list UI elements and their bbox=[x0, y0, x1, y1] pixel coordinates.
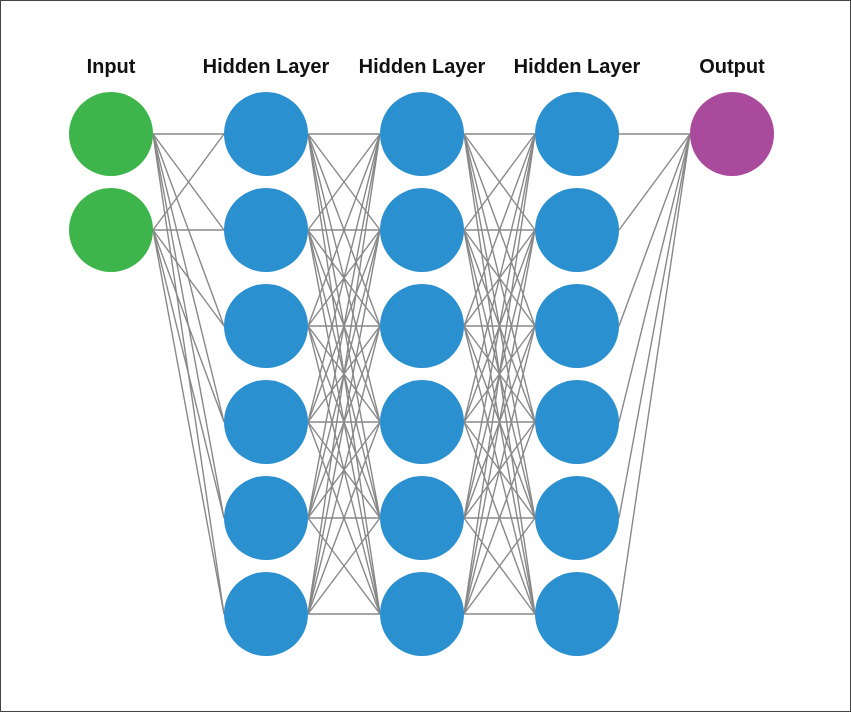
connection-l2-n5-to-n0 bbox=[463, 133, 536, 615]
connection-l1-n4-to-n0 bbox=[307, 133, 381, 519]
connection-l1-n5-to-n4 bbox=[307, 517, 381, 615]
layer-label-hidden-1: Hidden Layer bbox=[203, 56, 330, 78]
connection-l2-n4-to-n0 bbox=[463, 133, 536, 519]
connection-l3-n2-to-n0 bbox=[618, 133, 691, 327]
connection-l0-n1-to-n5 bbox=[152, 229, 225, 615]
layer-labels-group: Input Hidden Layer Hidden Layer Hidden L… bbox=[87, 56, 766, 78]
neuron-hidden-1-3 bbox=[224, 284, 308, 368]
connection-l1-n5-to-n0 bbox=[307, 133, 381, 615]
layer-label-hidden-3: Hidden Layer bbox=[514, 56, 641, 78]
neuron-hidden-2-6 bbox=[380, 572, 464, 656]
layer-label-hidden-2: Hidden Layer bbox=[359, 56, 486, 78]
connection-l2-n3-to-n0 bbox=[463, 133, 536, 423]
connections-group bbox=[152, 133, 691, 615]
connection-l3-n3-to-n0 bbox=[618, 133, 691, 423]
connection-l0-n1-to-n0 bbox=[152, 133, 225, 231]
neuron-hidden-2-4 bbox=[380, 380, 464, 464]
connection-l3-n1-to-n0 bbox=[618, 133, 691, 231]
layer-label-input: Input bbox=[87, 56, 136, 78]
layer-label-output: Output bbox=[699, 56, 765, 78]
neuron-hidden-1-1 bbox=[224, 92, 308, 176]
neuron-hidden-1-2 bbox=[224, 188, 308, 272]
connection-l1-n3-to-n0 bbox=[307, 133, 381, 423]
connection-l2-n5-to-n1 bbox=[463, 229, 536, 615]
connection-l1-n1-to-n0 bbox=[307, 133, 381, 231]
connection-l1-n5-to-n2 bbox=[307, 325, 381, 615]
neuron-hidden-3-1 bbox=[535, 92, 619, 176]
connection-l3-n5-to-n0 bbox=[618, 133, 691, 615]
connection-l2-n5-to-n4 bbox=[463, 517, 536, 615]
neuron-hidden-1-6 bbox=[224, 572, 308, 656]
connection-l1-n5-to-n3 bbox=[307, 421, 381, 615]
connection-l2-n5-to-n2 bbox=[463, 325, 536, 615]
neuron-hidden-3-3 bbox=[535, 284, 619, 368]
connection-l1-n2-to-n0 bbox=[307, 133, 381, 327]
neuron-hidden-3-5 bbox=[535, 476, 619, 560]
connection-l1-n5-to-n1 bbox=[307, 229, 381, 615]
connection-l2-n2-to-n0 bbox=[463, 133, 536, 327]
neuron-hidden-3-4 bbox=[535, 380, 619, 464]
connection-l2-n1-to-n0 bbox=[463, 133, 536, 231]
neuron-input-1 bbox=[69, 92, 153, 176]
neuron-hidden-1-4 bbox=[224, 380, 308, 464]
neuron-hidden-1-5 bbox=[224, 476, 308, 560]
connection-l2-n5-to-n3 bbox=[463, 421, 536, 615]
neuron-output-1 bbox=[690, 92, 774, 176]
neuron-hidden-2-3 bbox=[380, 284, 464, 368]
connection-l3-n4-to-n0 bbox=[618, 133, 691, 519]
connection-l0-n1-to-n2 bbox=[152, 229, 225, 327]
neuron-input-2 bbox=[69, 188, 153, 272]
neuron-hidden-3-6 bbox=[535, 572, 619, 656]
neuron-hidden-2-2 bbox=[380, 188, 464, 272]
neuron-hidden-2-5 bbox=[380, 476, 464, 560]
connection-l0-n1-to-n4 bbox=[152, 229, 225, 519]
neuron-hidden-2-1 bbox=[380, 92, 464, 176]
neurons-group bbox=[69, 92, 774, 656]
neuron-hidden-3-2 bbox=[535, 188, 619, 272]
connection-l0-n1-to-n3 bbox=[152, 229, 225, 423]
